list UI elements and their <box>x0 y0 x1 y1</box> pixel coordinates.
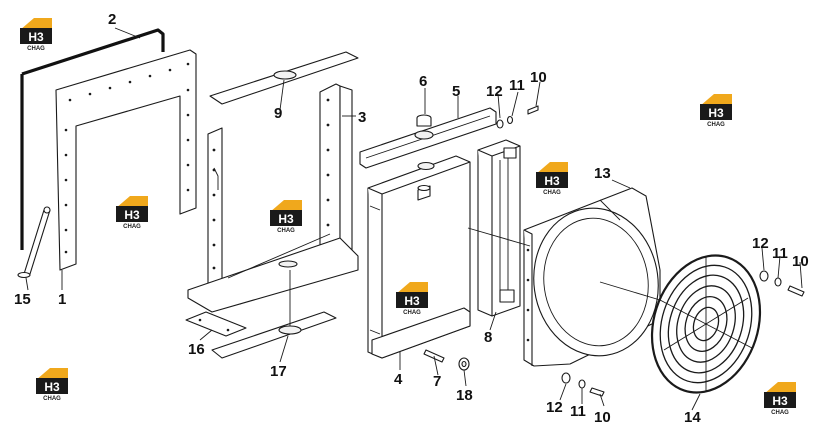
callout-15: 15 <box>14 291 31 308</box>
part-1-shroud-plate <box>55 49 197 271</box>
callout-10-right: 10 <box>792 253 809 270</box>
callout-12-right: 12 <box>752 235 769 252</box>
svg-text:H3: H3 <box>708 106 724 120</box>
callout-14: 14 <box>684 409 701 426</box>
svg-text:CHAG: CHAG <box>277 228 295 234</box>
svg-text:CHAG: CHAG <box>123 224 141 230</box>
svg-text:H3: H3 <box>44 380 60 394</box>
svg-text:CHAG: CHAG <box>43 396 61 402</box>
callout-11-bottom: 11 <box>570 403 586 420</box>
part-14-fan-guard <box>650 254 762 394</box>
svg-text:H3: H3 <box>28 30 44 44</box>
part-15-support-rod <box>17 206 51 279</box>
part-5-top-bracket <box>359 107 497 169</box>
part-2-gasket <box>20 28 165 250</box>
part-8-oil-cooler <box>477 139 521 317</box>
svg-text:H3: H3 <box>124 208 140 222</box>
callout-6: 6 <box>419 73 427 90</box>
part-3-frame <box>187 83 359 313</box>
svg-text:H3: H3 <box>404 294 420 308</box>
part-18-washer <box>458 357 470 371</box>
callout-12-bottom: 12 <box>546 399 563 416</box>
callout-17: 17 <box>270 363 287 380</box>
part-4-radiator <box>367 155 471 359</box>
svg-text:CHAG: CHAG <box>403 310 421 316</box>
svg-text:H3: H3 <box>772 394 788 408</box>
callout-5: 5 <box>452 83 460 100</box>
callout-11-right: 11 <box>772 245 788 262</box>
fasteners-bottom <box>561 372 605 397</box>
callout-8: 8 <box>484 329 492 346</box>
part-16-mounting-pad <box>185 311 247 337</box>
svg-text:H3: H3 <box>278 212 294 226</box>
callout-11-top: 11 <box>509 77 525 94</box>
fasteners-top <box>496 105 539 129</box>
svg-text:H3: H3 <box>544 174 560 188</box>
callout-1: 1 <box>58 291 66 308</box>
svg-text:CHAG: CHAG <box>771 410 789 416</box>
part-17-bottom-strip <box>211 311 337 359</box>
callout-18: 18 <box>456 387 473 404</box>
callout-16: 16 <box>188 341 205 358</box>
callout-9: 9 <box>274 105 282 122</box>
svg-text:CHAG: CHAG <box>707 122 725 128</box>
part-13-fan-shroud <box>523 187 661 367</box>
svg-text:CHAG: CHAG <box>543 190 561 196</box>
fasteners-right <box>759 270 805 297</box>
callout-4: 4 <box>394 371 403 388</box>
callout-3: 3 <box>358 109 366 126</box>
svg-text:CHAG: CHAG <box>27 46 45 52</box>
callout-10-top: 10 <box>530 69 547 86</box>
callout-2: 2 <box>108 11 116 28</box>
part-6-filler-cap <box>416 114 432 127</box>
part-9-top-strip <box>209 51 359 105</box>
leader-lines <box>25 27 803 411</box>
watermark-logos: H3CHAGH3CHAGH3CHAGH3CHAGH3CHAGH3CHAGH3CH… <box>20 18 796 416</box>
callouts: 1 2 3 4 5 6 7 8 9 10 11 12 13 14 15 16 1… <box>14 11 809 426</box>
callout-13: 13 <box>594 165 611 182</box>
callout-7: 7 <box>433 373 441 390</box>
callout-10-bottom: 10 <box>594 409 611 426</box>
callout-12-top: 12 <box>486 83 503 100</box>
